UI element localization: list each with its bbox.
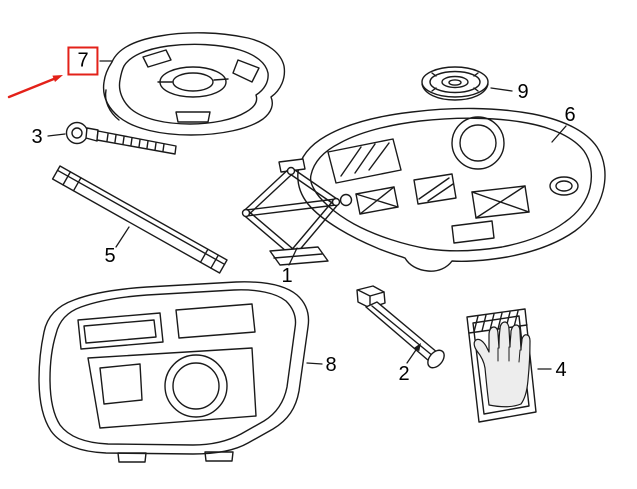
part-3-collar <box>85 127 99 142</box>
part-7-outline <box>102 32 286 136</box>
part-6-inner-contour <box>309 117 593 252</box>
part-4-gloves-pack <box>466 308 537 423</box>
highlight-arrow-7-line <box>7 77 57 99</box>
part-5-bands <box>62 171 219 269</box>
part-7-detail-ticks <box>157 78 229 83</box>
part-3-shaft <box>96 130 177 155</box>
part-3-ring-inner <box>71 127 83 139</box>
leader-line-2 <box>406 346 419 364</box>
jack-lead-screw <box>245 198 337 217</box>
part-6-recess-e <box>451 220 495 244</box>
leader-line-8 <box>306 362 323 365</box>
part-7-center-hole <box>172 72 214 92</box>
callout-5: 5 <box>104 245 116 267</box>
part-8-storage-tray <box>38 281 310 463</box>
part-8-recess-1-inner <box>83 319 157 344</box>
jack-base-line <box>273 253 323 259</box>
highlight-arrow-7-head <box>52 75 63 82</box>
part-8-foot-right <box>204 451 234 462</box>
gloves-pack-seal-hatch <box>473 310 519 333</box>
gloves-pack-inner <box>472 315 530 415</box>
part-3-ring-outer <box>65 121 89 145</box>
jack-pivot-left <box>241 208 251 218</box>
callout-3: 3 <box>31 126 43 148</box>
callout-2: 2 <box>398 363 410 385</box>
part-2-lug-wrench <box>356 285 445 369</box>
part-6-recess-d-cross <box>471 185 530 219</box>
part-9-inner <box>441 75 469 89</box>
part-6-outline <box>297 107 606 272</box>
part-5-edge-line <box>56 169 226 265</box>
callout-1: 1 <box>281 265 293 287</box>
callout-8: 8 <box>325 354 337 376</box>
part-8-outline <box>38 281 310 455</box>
part-3-tow-hook <box>65 121 177 155</box>
part-6-recess-c-hatch <box>418 177 454 202</box>
part-9-center-hole <box>448 79 462 86</box>
leader-line-9 <box>490 87 513 92</box>
part-7-inner-contour <box>118 43 269 125</box>
part-6-recess-b-cross <box>355 186 399 215</box>
part-8-foot-left <box>117 452 147 463</box>
leader-line-5 <box>115 226 130 248</box>
jack-saddle <box>278 158 306 173</box>
jack-arm-bottom-left <box>243 210 296 256</box>
leader-lines <box>47 60 567 370</box>
callout-9: 9 <box>517 81 529 103</box>
part-8-wheel-recess-inner <box>172 362 220 410</box>
leader-arrowhead-2 <box>413 343 421 352</box>
highlight-arrow-7 <box>7 75 63 99</box>
part-9-mid <box>429 70 481 94</box>
part-9-rim-depth <box>421 83 489 101</box>
jack-pivot-top <box>286 166 296 176</box>
jack-pivot-right <box>331 197 341 207</box>
callout-4: 4 <box>555 359 567 381</box>
part-6-recess-c <box>413 173 457 205</box>
part-6-recess-a <box>327 138 402 184</box>
leader-line-1 <box>288 247 298 266</box>
jack-arm-top-right <box>288 167 339 206</box>
part-7-pocket-bottom <box>175 111 211 123</box>
part-1-scissor-jack <box>241 158 353 266</box>
wrench-end-knob <box>427 349 445 369</box>
part-8-central-recess <box>87 347 257 429</box>
part-8-inner-contour <box>49 289 297 446</box>
part-8-wheel-recess-outer <box>164 354 228 418</box>
part-8-recess-2 <box>175 303 256 339</box>
part-6-side-recess-inner <box>555 180 573 192</box>
glove-shape <box>473 321 531 408</box>
part-3-threads <box>106 133 165 152</box>
part-6-side-recess-outer <box>549 176 579 196</box>
part-7-pocket-left <box>142 49 172 68</box>
part-5-handle-bar <box>51 165 228 274</box>
leader-line-3 <box>47 133 66 137</box>
part-7-foam-tray <box>102 32 286 136</box>
jack-crank-eye <box>339 193 353 207</box>
glove-finger-lines <box>497 346 521 363</box>
part-7-pocket-right <box>232 59 260 83</box>
part-9-rim-ticks <box>431 72 479 92</box>
leader-line-6 <box>551 125 567 143</box>
callout-6: 6 <box>564 104 576 126</box>
part-8-recess-1 <box>77 312 164 350</box>
jack-arm-bottom-right <box>290 199 339 256</box>
part-9-cap <box>421 66 489 101</box>
part-6-round-recess-inner <box>459 124 497 162</box>
wrench-shaft-line <box>371 305 434 357</box>
part-7-depth-line <box>104 89 120 121</box>
part-6-tool-tray <box>297 107 606 272</box>
callout-7-highlighted: 7 <box>67 46 99 76</box>
part-6-recess-a-hatch <box>340 142 390 177</box>
jack-arm-top-left <box>243 168 294 216</box>
part-8-small-pocket <box>99 363 143 405</box>
part-6-round-recess-outer <box>451 116 505 170</box>
